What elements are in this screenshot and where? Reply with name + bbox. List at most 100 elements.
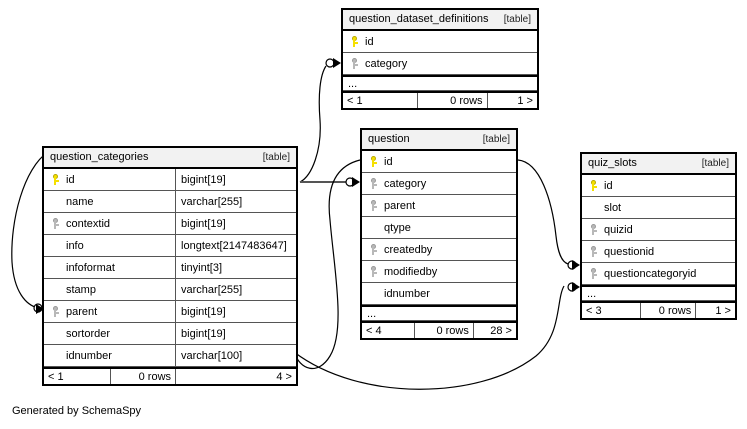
row-count: 0 rows [414, 323, 473, 338]
table-row[interactable]: quizid [582, 219, 735, 241]
table-question[interactable]: question [table] id category parent qtyp… [360, 128, 518, 340]
column-name: questioncategoryid [604, 267, 697, 280]
primary-key-icon [348, 36, 363, 48]
edge-marker-circle [567, 282, 577, 292]
edge-marker-circle [567, 260, 577, 270]
table-kind-label: [table] [482, 134, 510, 145]
foreign-key-icon [587, 246, 602, 258]
edge-marker-circle [345, 177, 355, 187]
table-row[interactable]: id [362, 151, 516, 173]
column-name: parent [66, 305, 98, 318]
edge-arrow [333, 58, 341, 68]
column-type: longtext[2147483647] [175, 235, 296, 256]
table-name: question_dataset_definitions [349, 13, 489, 25]
table-header: question [table] [362, 130, 516, 151]
edge-arrow [352, 177, 360, 187]
next-page-button[interactable]: 1 > [695, 303, 735, 318]
column-name: modifiedby [384, 265, 438, 278]
table-row[interactable]: questionid [582, 241, 735, 263]
column-name: id [384, 155, 393, 168]
table-row[interactable]: category [343, 53, 537, 75]
foreign-key-icon [587, 268, 602, 280]
table-row[interactable]: parent bigint[19] [44, 301, 296, 323]
foreign-key-icon [348, 58, 363, 70]
column-type: varchar[255] [175, 191, 296, 212]
edge-marker-circle [325, 58, 335, 68]
prev-page-button[interactable]: < 1 [347, 94, 363, 107]
column-name: id [66, 173, 75, 186]
column-name: parent [384, 199, 416, 212]
column-name: info [66, 239, 84, 252]
prev-page-button[interactable]: < 1 [48, 370, 64, 383]
foreign-key-icon [587, 224, 602, 236]
more-columns-indicator: ... [582, 285, 735, 301]
table-row[interactable]: category [362, 173, 516, 195]
column-type: varchar[255] [175, 279, 296, 300]
table-footer: < 4 0 rows 28 > [362, 321, 516, 338]
column-type: tinyint[3] [175, 257, 296, 278]
table-row[interactable]: stamp varchar[255] [44, 279, 296, 301]
edge-arrow [572, 282, 580, 292]
table-row[interactable]: questioncategoryid [582, 263, 735, 285]
table-question-categories[interactable]: question_categories [table] id bigint[19… [42, 146, 298, 386]
table-name: question [368, 133, 410, 145]
table-row[interactable]: createdby [362, 239, 516, 261]
table-row[interactable]: name varchar[255] [44, 191, 296, 213]
diagram-caption: Generated by SchemaSpy [12, 405, 142, 417]
prev-page-button[interactable]: < 4 [366, 324, 382, 337]
edge-qc-id-to-qdd-category [299, 65, 327, 183]
column-type: bigint[19] [175, 301, 296, 322]
table-header: question_dataset_definitions [table] [343, 10, 537, 31]
column-name: id [365, 35, 374, 48]
next-page-button[interactable]: 28 > [472, 323, 516, 338]
table-row[interactable]: id [582, 175, 735, 197]
column-name: idnumber [384, 287, 430, 300]
table-row[interactable]: modifiedby [362, 261, 516, 283]
table-kind-label: [table] [262, 152, 290, 163]
next-page-button[interactable]: 4 > [175, 369, 296, 384]
table-row[interactable]: sortorder bigint[19] [44, 323, 296, 345]
next-page-button[interactable]: 1 > [486, 93, 537, 108]
table-row[interactable]: slot [582, 197, 735, 219]
foreign-key-icon [49, 306, 64, 318]
column-name: name [66, 195, 94, 208]
prev-page-button[interactable]: < 3 [586, 304, 602, 317]
table-row[interactable]: idnumber [362, 283, 516, 305]
row-count: 0 rows [416, 93, 487, 108]
table-header: quiz_slots [table] [582, 154, 735, 175]
column-name: contextid [66, 217, 111, 230]
foreign-key-icon [367, 178, 382, 190]
table-footer: < 3 0 rows 1 > [582, 301, 735, 318]
primary-key-icon [587, 180, 602, 192]
foreign-key-icon [49, 218, 64, 230]
table-footer: < 1 0 rows 4 > [44, 367, 296, 384]
table-footer: < 1 0 rows 1 > [343, 91, 537, 108]
foreign-key-icon [367, 200, 382, 212]
column-name: stamp [66, 283, 96, 296]
edge-marker-circle [33, 303, 43, 313]
table-row[interactable]: contextid bigint[19] [44, 213, 296, 235]
foreign-key-icon [367, 266, 382, 278]
table-row[interactable]: parent [362, 195, 516, 217]
column-name: id [604, 179, 613, 192]
column-name: quizid [604, 223, 633, 236]
row-count: 0 rows [109, 369, 176, 384]
column-name: slot [604, 201, 622, 214]
column-type: bigint[19] [175, 213, 296, 234]
table-kind-label: [table] [503, 14, 531, 25]
table-row[interactable]: qtype [362, 217, 516, 239]
column-name: infoformat [66, 261, 115, 274]
foreign-key-icon [367, 244, 382, 256]
edge-question-id-to-quizslots-questionid [517, 159, 569, 265]
table-row[interactable]: idnumber varchar[100] [44, 345, 296, 367]
table-row[interactable]: info longtext[2147483647] [44, 235, 296, 257]
table-row[interactable]: id [343, 31, 537, 53]
column-name: createdby [384, 243, 433, 256]
table-row[interactable]: infoformat tinyint[3] [44, 257, 296, 279]
column-type: bigint[19] [175, 169, 296, 190]
table-question-dataset-definitions[interactable]: question_dataset_definitions [table] id … [341, 8, 539, 110]
table-name: question_categories [50, 151, 149, 163]
table-quiz-slots[interactable]: quiz_slots [table] id slot quizid questi… [580, 152, 737, 320]
table-row[interactable]: id bigint[19] [44, 169, 296, 191]
